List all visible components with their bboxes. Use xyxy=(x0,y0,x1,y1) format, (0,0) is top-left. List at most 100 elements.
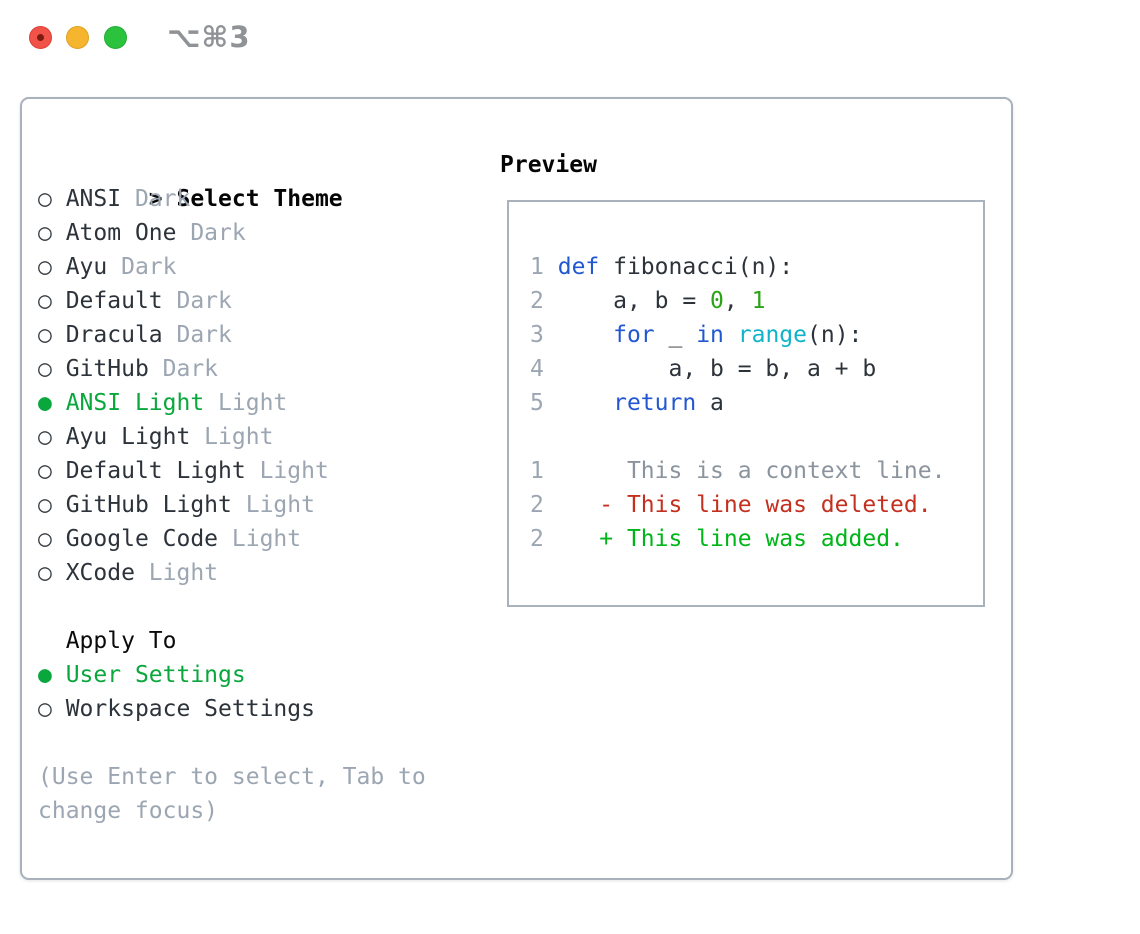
line-number: 4 xyxy=(530,356,544,382)
radio-icon: ○ xyxy=(38,288,66,314)
theme-picker-panel: > Select Theme ○ ANSI Dark○ Atom One Dar… xyxy=(20,97,1013,880)
theme-variant-tag: Dark xyxy=(162,288,232,314)
radio-icon: ○ xyxy=(38,254,66,280)
radio-icon: ○ xyxy=(38,322,66,348)
theme-option-ayu-light[interactable]: ○ Ayu Light Light xyxy=(38,420,426,454)
preview-code-line: 2 - This line was deleted. xyxy=(530,488,945,522)
option-label: Google Code xyxy=(65,526,219,552)
minimize-button[interactable] xyxy=(66,26,89,49)
window-shortcut-label: ⌥⌘3 xyxy=(167,20,251,54)
option-label: GitHub xyxy=(65,356,149,382)
option-label: Default Light xyxy=(65,458,246,484)
select-theme-title: > Select Theme xyxy=(148,186,343,212)
theme-option-default-light[interactable]: ○ Default Light Light xyxy=(38,454,426,488)
radio-icon: ○ xyxy=(38,186,66,212)
theme-variant-tag: Dark xyxy=(107,254,177,280)
theme-variant-tag: Light xyxy=(190,424,274,450)
radio-icon: ○ xyxy=(38,560,66,586)
theme-option-github[interactable]: ○ GitHub Dark xyxy=(38,352,426,386)
apply-option-user-settings[interactable]: ● User Settings xyxy=(38,658,426,692)
preview-code-line: 5 return a xyxy=(530,386,945,420)
code-token: a, b = b, a + b xyxy=(543,356,877,382)
code-token: _ xyxy=(654,322,697,348)
theme-option-ansi-light[interactable]: ● ANSI Light Light xyxy=(38,386,426,420)
code-token: range xyxy=(737,322,808,348)
code-token: def xyxy=(557,254,600,280)
option-label: Atom One xyxy=(65,220,177,246)
option-label: Ayu xyxy=(65,254,108,280)
preview-code-line xyxy=(530,420,945,454)
radio-icon: ○ xyxy=(38,492,66,518)
code-token: a, b = xyxy=(543,288,711,314)
line-number: 2 xyxy=(530,492,544,518)
code-token: a xyxy=(696,390,724,416)
code-token xyxy=(544,322,613,348)
keyboard-hint-line-2: change focus) xyxy=(38,798,219,824)
apply-to-title: Apply To xyxy=(65,628,177,654)
code-token: 0 xyxy=(710,288,724,314)
line-number: 1 xyxy=(530,458,544,484)
preview-code-line: 1 This is a context line. xyxy=(530,454,945,488)
theme-variant-tag: Dark xyxy=(121,186,191,212)
code-token xyxy=(544,390,613,416)
radio-icon: ○ xyxy=(38,696,66,722)
code-token: + This line was added. xyxy=(543,526,904,552)
code-token: 1 xyxy=(751,288,766,314)
theme-variant-tag: Dark xyxy=(162,322,232,348)
option-label: Default xyxy=(65,288,163,314)
preview-code-line: 1 def fibonacci(n): xyxy=(530,250,945,284)
theme-variant-tag: Light xyxy=(204,390,288,416)
option-label: ANSI xyxy=(65,186,122,212)
code-token: in xyxy=(696,322,724,348)
preview-title: Preview xyxy=(500,152,597,178)
line-number: 3 xyxy=(530,322,544,348)
code-token: for xyxy=(613,322,655,348)
theme-picker-column: > Select Theme ○ ANSI Dark○ Atom One Dar… xyxy=(38,148,426,828)
code-token: return xyxy=(613,390,697,416)
line-number: 5 xyxy=(530,390,544,416)
option-label: XCode xyxy=(65,560,135,586)
line-number: 1 xyxy=(530,254,544,280)
radio-icon: ● xyxy=(38,390,66,416)
theme-option-atom-one[interactable]: ○ Atom One Dark xyxy=(38,216,426,250)
code-token xyxy=(724,322,738,348)
theme-option-ansi[interactable]: ○ ANSI Dark xyxy=(38,182,426,216)
code-token: - This line was deleted. xyxy=(543,492,932,518)
code-token: This is a context line. xyxy=(543,458,946,484)
theme-option-google-code[interactable]: ○ Google Code Light xyxy=(38,522,426,556)
radio-icon: ● xyxy=(38,662,66,688)
line-number xyxy=(530,424,544,450)
theme-option-github-light[interactable]: ○ GitHub Light Light xyxy=(38,488,426,522)
theme-option-ayu[interactable]: ○ Ayu Dark xyxy=(38,250,426,284)
theme-variant-tag: Light xyxy=(231,492,315,518)
preview-code-line: 4 a, b = b, a + b xyxy=(530,352,945,386)
option-label: Workspace Settings xyxy=(65,696,315,722)
option-label: User Settings xyxy=(65,662,246,688)
code-token: fibonacci(n): xyxy=(599,254,794,280)
radio-icon: ○ xyxy=(38,526,66,552)
apply-option-workspace-settings[interactable]: ○ Workspace Settings xyxy=(38,692,426,726)
selection-caret: > xyxy=(148,186,177,212)
option-label: ANSI Light xyxy=(65,390,205,416)
theme-list: ○ ANSI Dark○ Atom One Dark○ Ayu Dark○ De… xyxy=(38,182,426,590)
title-bar: ⌥⌘3 xyxy=(0,0,1140,75)
radio-icon: ○ xyxy=(38,458,66,484)
close-button[interactable] xyxy=(29,26,52,49)
radio-icon: ○ xyxy=(38,356,66,382)
theme-option-dracula[interactable]: ○ Dracula Dark xyxy=(38,318,426,352)
line-number: 2 xyxy=(530,288,544,314)
option-label: GitHub Light xyxy=(65,492,232,518)
zoom-button[interactable] xyxy=(104,26,127,49)
theme-variant-tag: Dark xyxy=(176,220,246,246)
theme-option-xcode[interactable]: ○ XCode Light xyxy=(38,556,426,590)
theme-variant-tag: Light xyxy=(245,458,329,484)
option-label: Dracula xyxy=(65,322,163,348)
code-token: (n): xyxy=(807,322,863,348)
keyboard-hint-line-1: (Use Enter to select, Tab to xyxy=(38,764,426,790)
line-number: 2 xyxy=(530,526,544,552)
apply-to-list: ● User Settings○ Workspace Settings xyxy=(38,658,426,726)
theme-option-default[interactable]: ○ Default Dark xyxy=(38,284,426,318)
